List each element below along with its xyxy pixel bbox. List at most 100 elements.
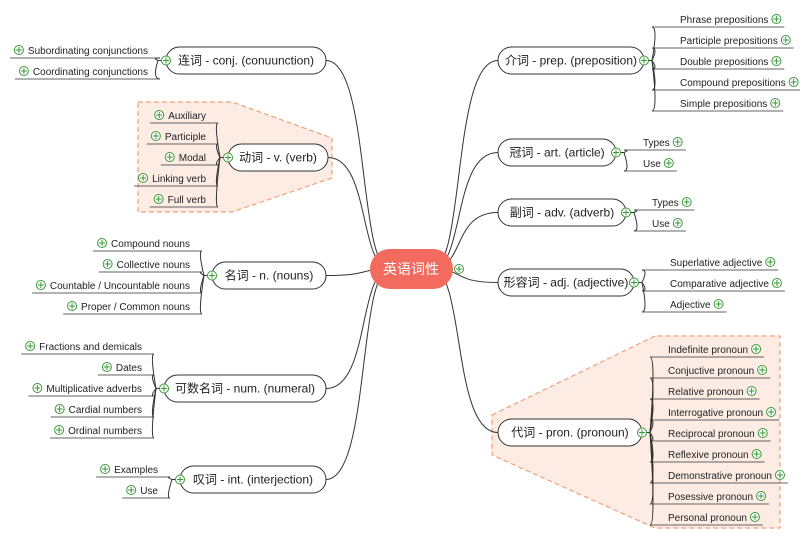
branch-verb[interactable]: 动词 - v. (verb) — [223, 143, 329, 172]
collapse-pron-icon[interactable] — [637, 427, 647, 438]
topic-prep-4[interactable]: Compound prepositions — [652, 77, 800, 91]
branch-num[interactable]: 可数名词 - num. (numeral) — [159, 374, 327, 403]
expand-art-2-icon[interactable] — [663, 158, 674, 168]
topic-num-4[interactable]: Cardial numbers — [50, 404, 154, 418]
topic-prep-3[interactable]: Double prepositions — [652, 56, 785, 70]
expand-nouns-1-icon[interactable] — [97, 238, 108, 248]
central-topic[interactable]: 英语词性 — [370, 249, 464, 289]
topic-conj-1[interactable]: Subordinating conjunctions — [9, 45, 160, 59]
branch-pron[interactable]: 代词 - pron. (pronoun) — [497, 418, 647, 447]
expand-prep-4-icon[interactable] — [788, 77, 799, 87]
collapse-int-icon[interactable] — [175, 474, 185, 485]
expand-pron-9-icon[interactable] — [749, 512, 760, 522]
expand-num-3-icon[interactable] — [32, 383, 43, 393]
topic-art-1[interactable]: Types — [624, 137, 686, 151]
topic-verb-4[interactable]: Linking verb — [134, 173, 218, 187]
central-expander-icon[interactable] — [454, 264, 464, 274]
topic-pron-6[interactable]: Reflexive pronoun — [650, 449, 765, 463]
collapse-num-icon[interactable] — [159, 383, 169, 394]
expand-adv-2-icon[interactable] — [672, 218, 683, 228]
expand-nouns-3-icon[interactable] — [35, 280, 46, 290]
expand-num-1-icon[interactable] — [25, 341, 36, 351]
expand-pron-7-icon[interactable] — [774, 470, 785, 480]
topic-pron-5[interactable]: Reciprocal pronoun — [650, 428, 771, 442]
branch-adj[interactable]: 形容词 - adj. (adjective) — [497, 268, 639, 297]
topic-pron-3[interactable]: Relative pronoun — [650, 386, 760, 400]
branch-adv[interactable]: 副词 - adv. (adverb) — [497, 198, 631, 227]
expand-prep-1-icon[interactable] — [771, 14, 782, 24]
expand-pron-3-icon[interactable] — [746, 386, 757, 396]
expand-pron-1-icon[interactable] — [751, 344, 762, 354]
branch-nouns[interactable]: 名词 - n. (nouns) — [207, 261, 327, 290]
topic-prep-1[interactable]: Phrase prepositions — [652, 14, 785, 28]
expand-conj-2-icon[interactable] — [18, 66, 29, 76]
collapse-adv-icon[interactable] — [621, 207, 631, 218]
expand-prep-2-icon[interactable] — [780, 35, 791, 45]
topic-adj-2[interactable]: Comparative adjective — [642, 278, 785, 292]
collapse-prep-icon[interactable] — [639, 55, 649, 66]
expand-pron-5-icon[interactable] — [757, 428, 768, 438]
expand-num-4-icon[interactable] — [54, 404, 65, 414]
expand-nouns-2-icon[interactable] — [102, 259, 113, 269]
topic-int-1[interactable]: Examples — [96, 464, 170, 478]
topic-int-2[interactable]: Use — [122, 485, 170, 499]
expand-verb-1-icon[interactable] — [154, 110, 165, 120]
expand-conj-1-icon[interactable] — [13, 45, 24, 55]
topic-num-2[interactable]: Dates — [97, 362, 154, 376]
central-topic-shape[interactable] — [370, 249, 453, 289]
topic-conj-2[interactable]: Coordinating conjunctions — [14, 66, 160, 80]
topic-pron-1[interactable]: Indefinite pronoun — [650, 344, 765, 358]
expand-prep-3-icon[interactable] — [771, 56, 782, 66]
topic-nouns-1[interactable]: Compound nouns — [93, 238, 202, 252]
topic-pron-8[interactable]: Posessive pronoun — [650, 491, 770, 505]
expand-nouns-4-icon[interactable] — [67, 301, 78, 311]
topic-num-1[interactable]: Fractions and demicals — [21, 341, 154, 355]
expand-art-1-icon[interactable] — [672, 137, 683, 147]
expand-int-1-icon[interactable] — [100, 464, 111, 474]
expand-verb-2-icon[interactable] — [150, 131, 161, 141]
collapse-art-icon[interactable] — [611, 147, 621, 158]
topic-pron-4[interactable]: Interrogative pronoun — [650, 407, 780, 421]
topic-prep-5[interactable]: Simple prepositions — [652, 98, 784, 112]
expand-pron-4-icon[interactable] — [766, 407, 777, 417]
branch-int[interactable]: 叹词 - int. (interjection) — [175, 465, 327, 494]
expand-verb-5-icon[interactable] — [153, 194, 164, 204]
collapse-adj-icon[interactable] — [629, 277, 639, 288]
expand-pron-8-icon[interactable] — [756, 491, 767, 501]
branch-prep[interactable]: 介词 - prep. (preposition) — [497, 46, 649, 75]
collapse-conj-icon[interactable] — [161, 55, 171, 66]
expand-int-2-icon[interactable] — [126, 485, 137, 495]
topic-num-5[interactable]: Ordinal numbers — [50, 425, 154, 439]
branch-art[interactable]: 冠词 - art. (article) — [497, 138, 621, 167]
branch-conj[interactable]: 连词 - conj. (conuunction) — [161, 46, 327, 75]
topic-adv-2[interactable]: Use — [634, 218, 686, 232]
expand-adj-1-icon[interactable] — [765, 257, 776, 267]
topic-pron-2[interactable]: Conjuctive pronoun — [650, 365, 771, 379]
topic-num-3[interactable]: Multiplicative adverbs — [28, 383, 154, 397]
topic-pron-7[interactable]: Demonstrative pronoun — [650, 470, 788, 484]
expand-num-5-icon[interactable] — [54, 425, 65, 435]
topic-pron-9[interactable]: Personal pronoun — [650, 512, 763, 526]
topic-verb-5[interactable]: Full verb — [149, 194, 218, 208]
expand-pron-2-icon[interactable] — [757, 365, 768, 375]
topic-prep-2[interactable]: Participle prepositions — [652, 35, 794, 49]
expand-num-2-icon[interactable] — [101, 362, 112, 372]
collapse-verb-icon[interactable] — [223, 152, 233, 163]
expand-verb-3-icon[interactable] — [164, 152, 175, 162]
expand-adj-2-icon[interactable] — [771, 278, 782, 288]
topic-adj-3[interactable]: Adjective — [642, 299, 727, 313]
topic-verb-3[interactable]: Modal — [160, 152, 218, 166]
expand-verb-4-icon[interactable] — [138, 173, 149, 183]
topic-nouns-2[interactable]: Collective nouns — [98, 259, 202, 273]
expand-pron-6-icon[interactable] — [751, 449, 762, 459]
topic-verb-1[interactable]: Auxiliary — [150, 110, 218, 124]
topic-adv-1[interactable]: Types — [634, 197, 695, 211]
topic-adj-1[interactable]: Superlative adjective — [642, 257, 779, 271]
topic-nouns-4[interactable]: Proper / Common nouns — [63, 301, 202, 315]
expand-adv-1-icon[interactable] — [681, 197, 692, 207]
topic-verb-2[interactable]: Participle — [146, 131, 218, 145]
topic-art-2[interactable]: Use — [624, 158, 677, 172]
collapse-nouns-icon[interactable] — [207, 270, 217, 281]
topic-nouns-3[interactable]: Countable / Uncountable nouns — [31, 280, 202, 294]
expand-adj-3-icon[interactable] — [713, 299, 724, 309]
